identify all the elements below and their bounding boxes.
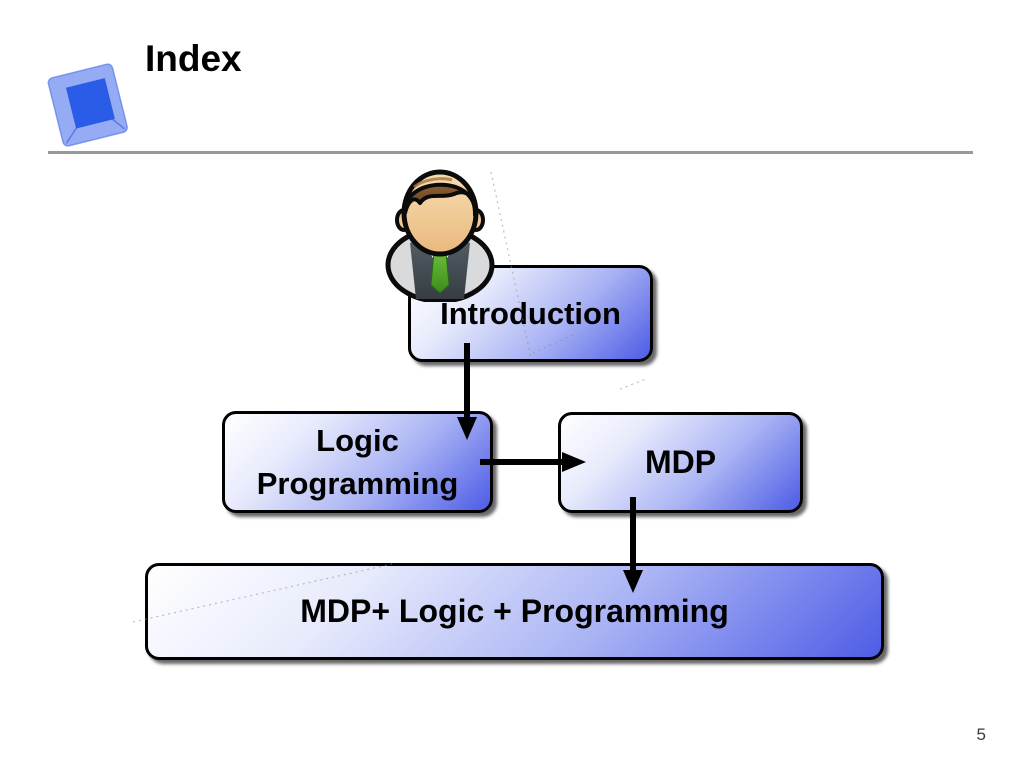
page-number: 5 — [976, 725, 986, 744]
title-divider — [48, 151, 973, 154]
person-icon — [385, 169, 495, 302]
node-mdp: MDP — [558, 412, 803, 513]
page-title: Index — [145, 38, 242, 79]
node-mdp-label: MDP — [644, 444, 717, 480]
node-mdp-logic-programming-label: MDP+ Logic + Programming — [300, 593, 729, 629]
node-mdp-logic-programming: MDP+ Logic + Programming — [145, 563, 884, 660]
node-logic-programming-label: Logic Programming — [256, 422, 459, 501]
cube-logo-icon — [47, 63, 128, 147]
node-logic-programming: Logic Programming — [222, 411, 493, 513]
